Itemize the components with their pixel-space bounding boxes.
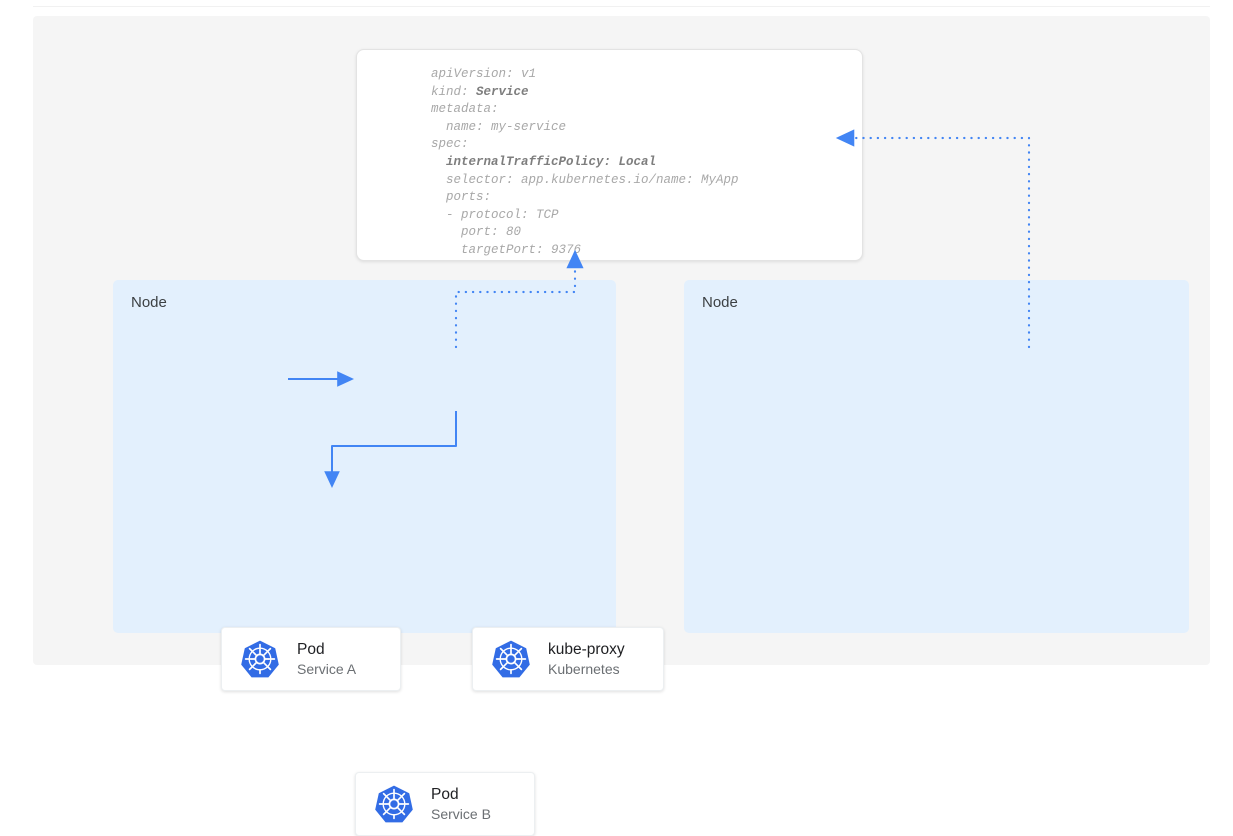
yaml-text: - protocol: TCP (431, 207, 559, 222)
yaml-emphasis: internalTrafficPolicy: Local (446, 154, 657, 169)
yaml-line: - protocol: TCP (431, 207, 739, 225)
node-label-right: Node (702, 294, 738, 311)
node-panel-right: Node (684, 280, 1189, 633)
card-text: Pod Service B (431, 785, 491, 824)
card-text: Pod Service A (297, 640, 356, 679)
card-subtitle: Service A (297, 660, 357, 677)
kubernetes-icon (491, 639, 531, 679)
yaml-line: name: my-service (431, 119, 739, 137)
yaml-text: ports: (431, 190, 492, 205)
yaml-text: metadata: (431, 102, 499, 117)
card-subtitle: Kubernetes (548, 660, 620, 677)
yaml-line: kind: Service (431, 84, 739, 102)
yaml-text: targetPort: 9376 (431, 242, 582, 257)
yaml-line: apiVersion: v1 (431, 66, 739, 84)
kubernetes-icon (374, 784, 414, 824)
yaml-text: kind: (431, 84, 477, 99)
card-kube-proxy-left[interactable]: kube-proxy Kubernetes (472, 627, 664, 691)
yaml-line: internalTrafficPolicy: Local (431, 154, 739, 172)
kubernetes-icon (240, 639, 280, 679)
yaml-text (431, 155, 446, 169)
card-text: kube-proxy Kubernetes (548, 640, 625, 679)
yaml-text: port: 80 (431, 225, 522, 240)
card-pod-service-a[interactable]: Pod Service A (221, 627, 401, 691)
card-title: Pod (431, 785, 459, 803)
yaml-line: spec: (431, 136, 739, 154)
yaml-text: apiVersion: v1 (431, 67, 537, 81)
node-panel-left: Node (113, 280, 664, 836)
card-subtitle: Service B (431, 805, 491, 822)
yaml-line: port: 80 (431, 224, 739, 242)
yaml-text: name: my-service (431, 119, 567, 134)
yaml-line: metadata: (431, 101, 739, 119)
card-title: Pod (297, 640, 325, 658)
card-title: kube-proxy (548, 640, 625, 658)
yaml-text: selector: app.kubernetes.io/name: MyApp (431, 172, 739, 187)
yaml-line: ports: (431, 189, 739, 207)
yaml-text: spec: (431, 137, 469, 152)
yaml-line: targetPort: 9376 (431, 242, 739, 260)
yaml-emphasis: Service (476, 84, 529, 99)
card-pod-service-b-left[interactable]: Pod Service B (355, 772, 535, 836)
node-label-left: Node (131, 294, 167, 311)
yaml-line: selector: app.kubernetes.io/name: MyApp (431, 172, 739, 190)
top-divider (33, 6, 1210, 7)
